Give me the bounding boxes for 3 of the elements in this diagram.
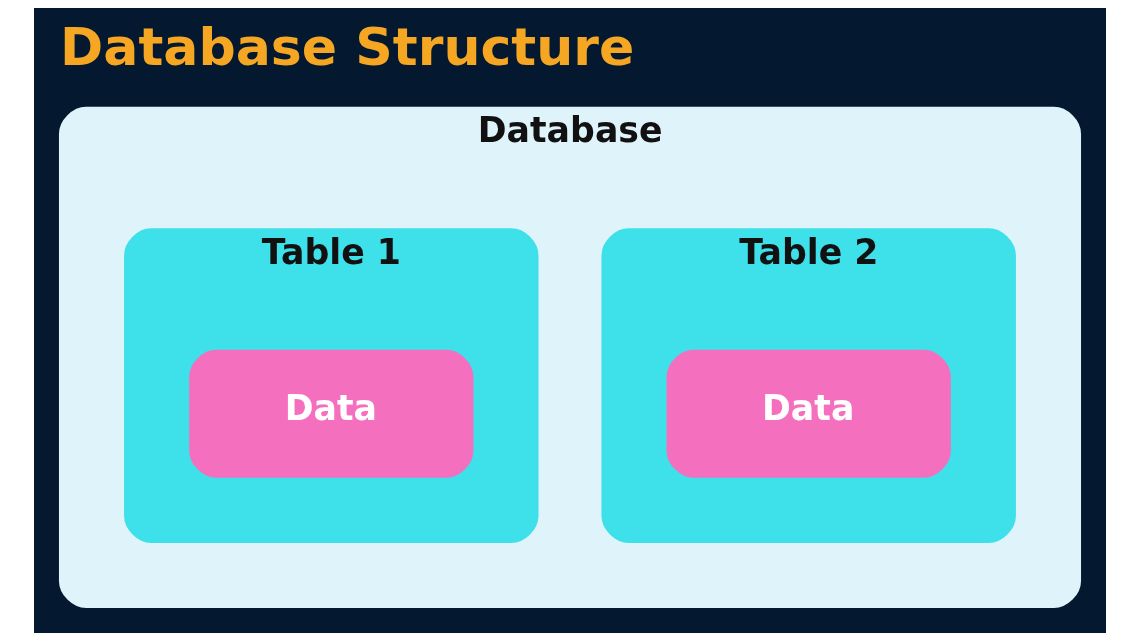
node-box: Data: [666, 349, 951, 478]
diagram-title: Database Structure: [60, 16, 635, 77]
node-box: Data: [189, 349, 474, 478]
